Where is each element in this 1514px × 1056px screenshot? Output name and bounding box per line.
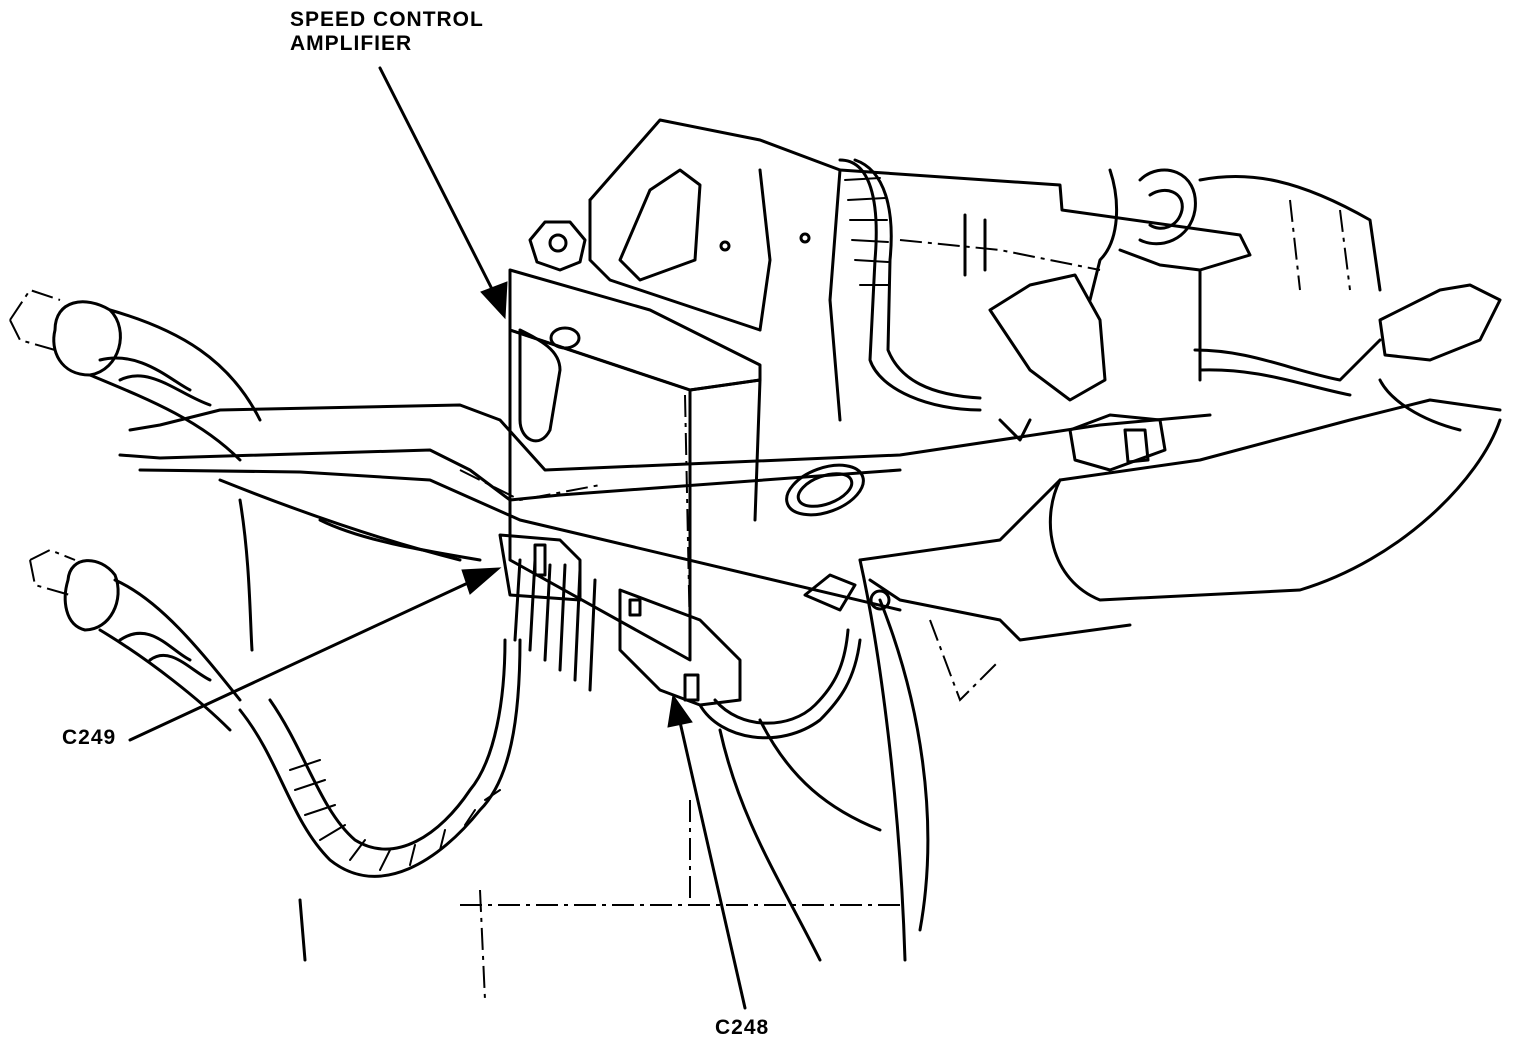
amplifier-label-line2: AMPLIFIER: [290, 32, 413, 55]
corrugated-harness: [238, 558, 597, 878]
harness-clip: [803, 573, 891, 612]
leader-arrows: [128, 66, 747, 1010]
right-fender-structure: [718, 398, 1502, 962]
firewall-stud: [998, 413, 1167, 472]
right-harness: [838, 158, 1502, 432]
bracket-nut: [528, 220, 587, 272]
c249-label: C249: [62, 726, 117, 749]
cross-brace: [118, 403, 1212, 612]
column-tube: [9, 288, 482, 652]
lower-bulb-socket: [29, 548, 242, 732]
lower-body-lines: [298, 800, 900, 1001]
c249-connector: [498, 533, 582, 602]
dash-bracket: [588, 118, 1252, 422]
speed-control-amplifier-label: SPEED CONTROL AMPLIFIER: [290, 8, 484, 56]
c248-connector: [618, 588, 862, 740]
c248-label: C248: [715, 1016, 770, 1039]
oval-grommet: [785, 463, 865, 517]
speed-control-amplifier: [508, 268, 762, 662]
amplifier-label-line1: SPEED CONTROL: [290, 8, 484, 31]
